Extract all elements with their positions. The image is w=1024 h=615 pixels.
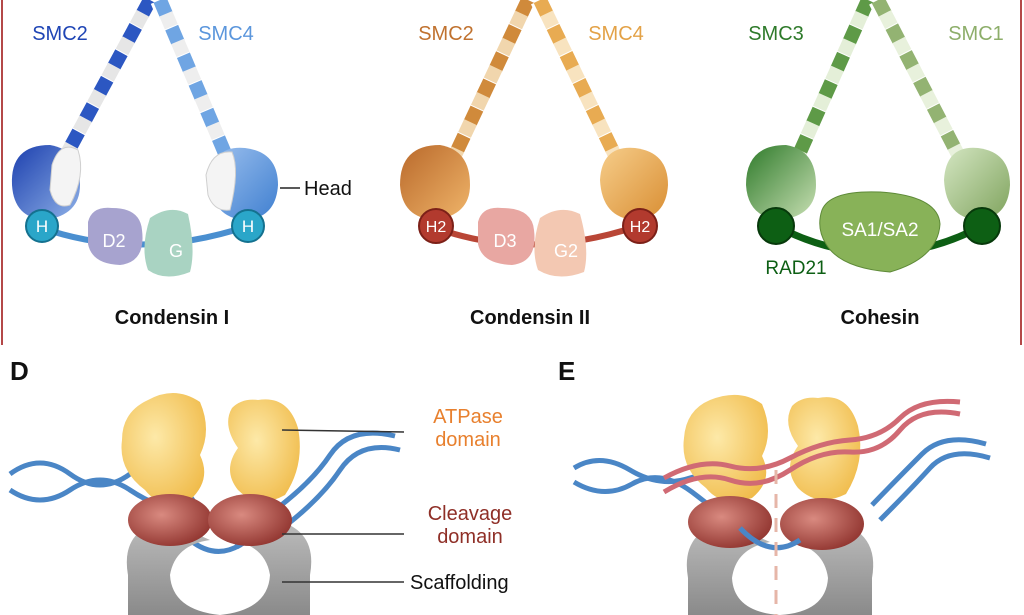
cleavage-domain-right [780,498,864,550]
smc4-head-lobe [600,147,668,220]
dna-gate-segment [738,526,802,551]
head-left-label: H [36,217,48,236]
arm-left-label: SMC2 [418,23,474,45]
head-right-label: H [242,217,254,236]
head-node-right [231,209,265,243]
smc2-head-lobe [400,145,470,220]
atpase-label-line1: ATPase [433,406,503,428]
panel-cohesin: SMC3 SMC1 SA1/SA2 RAD21 Cohesin [746,0,1010,329]
smc3-head-lobe [746,145,816,220]
atpase-domain-right [788,397,861,500]
d2-label: D2 [102,231,125,251]
rad21-label: RAD21 [765,258,826,279]
scaffolding-left [126,520,220,615]
head-node-left [25,209,59,243]
g2-subunit [534,209,587,277]
smc4-hinge-shade [205,151,236,211]
smc4-arm [150,0,242,174]
cleavage-label-line2: domain [437,526,503,548]
kleisin-link [41,223,249,248]
d2-subunit [88,207,143,265]
cleavage-label-line1: Cleavage [428,503,513,525]
condensin-1-title: Condensin I [115,307,229,329]
sa1-sa2-label: SA1/SA2 [841,220,918,241]
g2-label: G2 [554,241,578,261]
smc2-arm [438,0,538,175]
atpase-label-line2: domain [435,429,501,451]
arm-right-label: SMC4 [198,23,254,45]
arm-right-label: SMC4 [588,23,644,45]
panel-d-letter: D [10,356,29,386]
arm-right-label: SMC1 [948,23,1004,45]
scaffolding-left [686,522,780,615]
head-right-label: H2 [630,219,651,236]
smc1-head-lobe [944,147,1010,220]
panel-e-letter: E [558,356,575,386]
arm-left-label: SMC3 [748,23,804,45]
panel-e: E [558,356,991,615]
atpase-domain-left [121,392,206,504]
sa1-sa2-subunit [819,191,941,273]
panel-condensin-2: SMC2 SMC4 H2 H2 D3 G2 Condensin II [400,0,668,329]
head-node-right [963,207,1001,245]
g-subunit [144,209,193,277]
head-left-label: H2 [426,219,447,236]
g-label: G [169,241,183,261]
head-callout-label: Head [304,178,352,200]
head-node-left [757,207,795,245]
d3-label: D3 [493,231,516,251]
smc4-arm [530,0,632,175]
smc2-arm [49,0,159,175]
condensin-2-title: Condensin II [470,307,590,329]
atpase-domain-right [228,399,300,502]
scaffolding-right [220,520,312,615]
arm-left-label: SMC2 [32,23,88,45]
cleavage-domain-right [208,494,292,546]
smc2-hinge-shade [49,146,82,207]
dna-double-helix-red [662,398,961,495]
smc3-arm [782,0,878,175]
panel-d: D ATPase domain Cleavage domain Scaffold… [8,356,513,615]
head-node-right [622,208,658,244]
cleavage-domain-left [128,494,212,546]
panel-condensin-1: SMC2 SMC4 H H D2 G Head Condensin I [11,0,352,329]
head-node-left [418,208,454,244]
cohesin-title: Cohesin [841,307,920,329]
atpase-callout-line [281,429,405,433]
cleavage-domain-left [688,496,772,548]
d3-subunit [478,207,535,265]
scaffolding-label: Scaffolding [410,572,509,594]
smc1-arm [869,0,975,175]
